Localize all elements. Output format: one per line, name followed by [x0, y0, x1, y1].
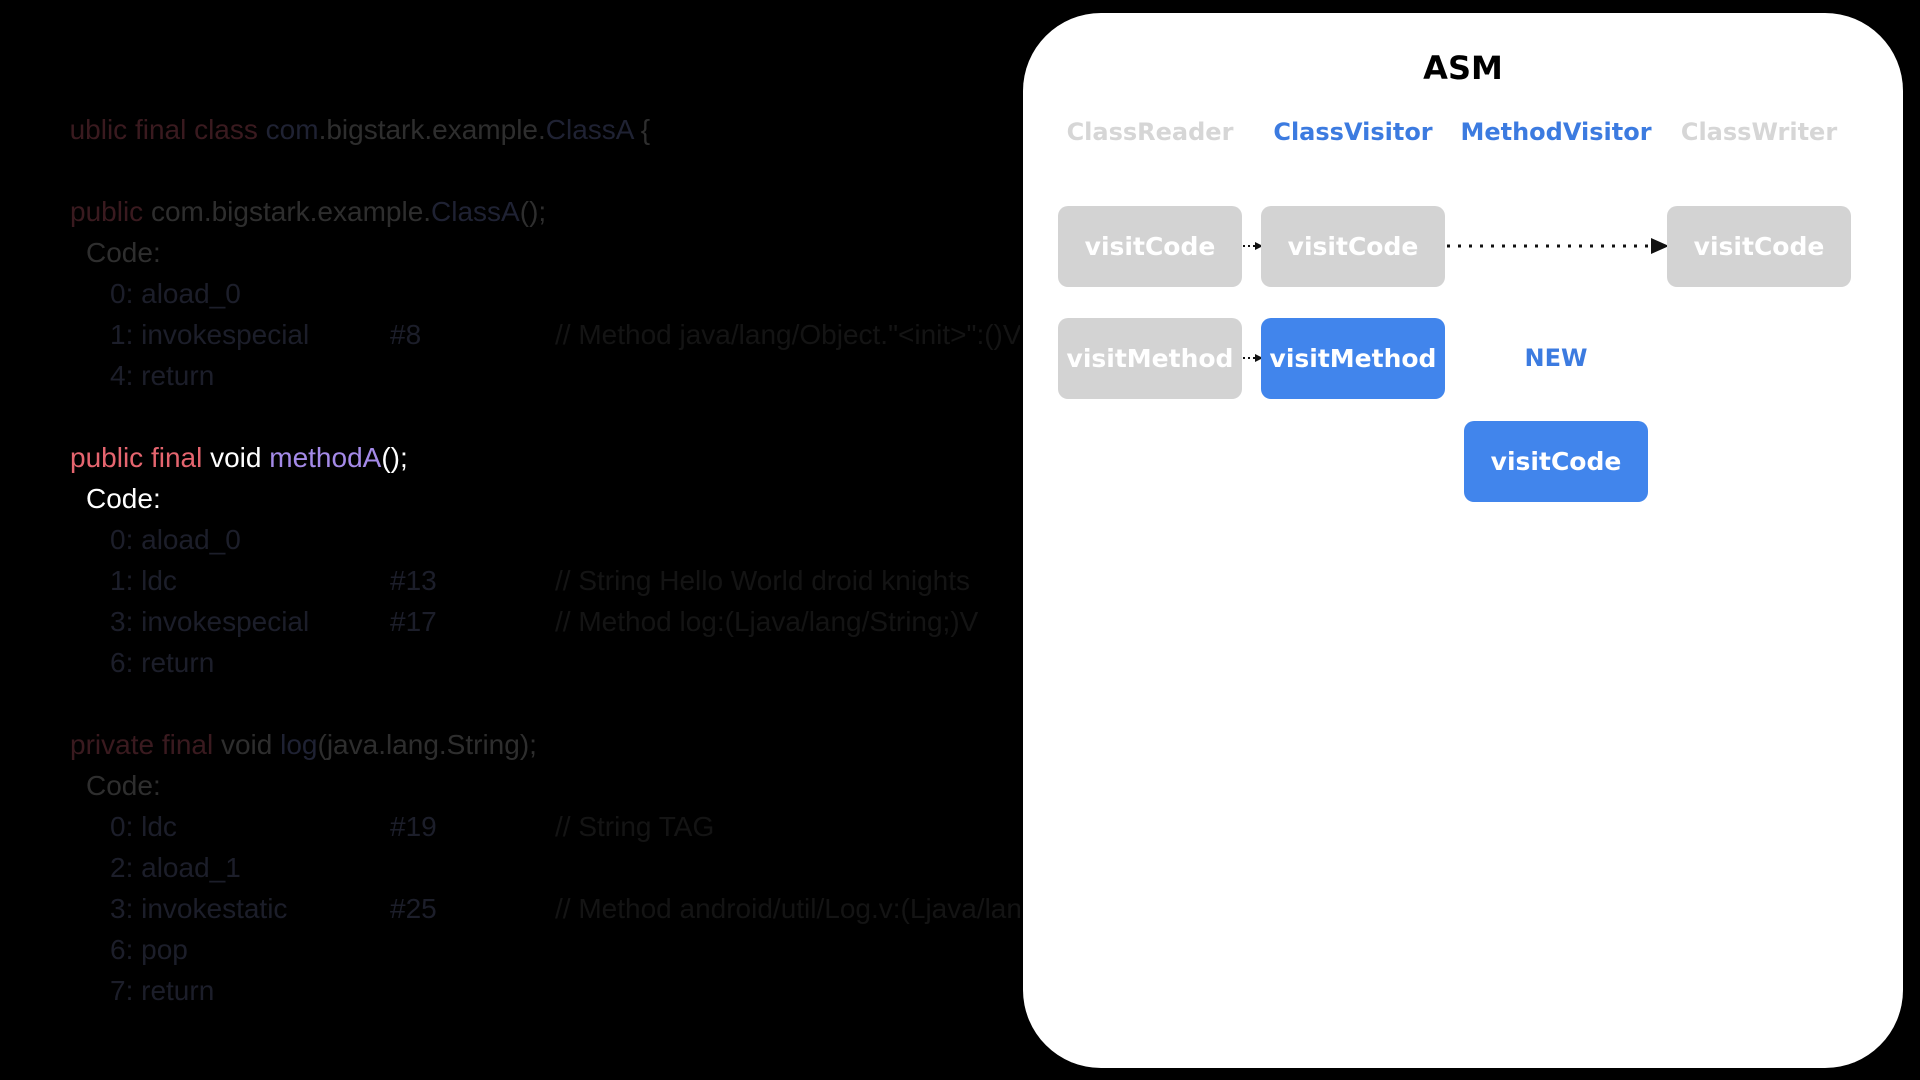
code-line: public com.bigstark.example.ClassA(); — [70, 191, 546, 232]
code-token: #8 — [390, 319, 422, 350]
code-token: // Method log:(Ljava/lang/String;)V — [555, 606, 979, 637]
code-line: 6: return — [110, 642, 214, 683]
code-token: // Method java/lang/Object."<init>":()V — [555, 319, 1020, 350]
code-line: public final void methodA(); — [70, 437, 408, 478]
classvisitor-visitmethod-box: visitMethod — [1261, 318, 1445, 399]
code-token: ClassA — [545, 114, 633, 145]
code-line: Code: — [86, 232, 161, 273]
code-line: 4: return — [110, 355, 214, 396]
code-token: methodA — [269, 442, 382, 473]
code-token: #13 — [390, 565, 437, 596]
code-line: 2: aload_1 — [110, 847, 241, 888]
classreader-visitcode-box: visitCode — [1058, 206, 1242, 287]
code-token: ClassA — [431, 196, 520, 227]
code-token: public final — [70, 442, 211, 473]
code-token: .bigstark.example. — [318, 114, 546, 145]
code-line: private final void log(java.lang.String)… — [70, 724, 537, 765]
column-header-classwriter: ClassWriter — [1680, 118, 1838, 146]
classvisitor-visitcode-box: visitCode — [1261, 206, 1445, 287]
new-methodvisitor-visitcode-box: visitCode — [1464, 421, 1648, 502]
code-token: 7: return — [110, 975, 215, 1006]
code-token: (); — [519, 196, 547, 227]
code-token: (java.lang.String); — [317, 729, 537, 760]
code-token: 6: return — [110, 647, 215, 678]
code-line: 6: pop — [110, 929, 188, 970]
code-token: com.bigstark.example. — [150, 196, 432, 227]
code-token: { — [632, 114, 651, 145]
code-token: public final class — [70, 114, 266, 145]
column-header-methodvisitor: MethodVisitor — [1460, 118, 1652, 146]
code-token: 6: pop — [110, 934, 188, 965]
bytecode-listing: public final class com.bigstark.example.… — [70, 109, 1020, 1059]
code-token: // String Hello World droid knights — [555, 565, 970, 596]
code-token: // Method android/util/Log.v:(Ljava/lang… — [555, 893, 1020, 924]
column-header-classvisitor: ClassVisitor — [1273, 118, 1433, 146]
code-token: 3: invokespecial — [110, 606, 310, 637]
code-line: 0: aload_0 — [110, 273, 241, 314]
classwriter-visitcode-box: visitCode — [1667, 206, 1851, 287]
code-token: 3: invokestatic — [110, 893, 288, 924]
code-token: public — [70, 196, 151, 227]
asm-panel: ASM ClassReader ClassVisitor MethodVisit… — [1023, 13, 1903, 1068]
code-token: Code: — [86, 483, 161, 514]
code-token: 0: aload_0 — [110, 524, 241, 555]
code-token: #19 — [390, 811, 437, 842]
code-token: 0: ldc — [110, 811, 177, 842]
code-line: 0: aload_0 — [110, 519, 241, 560]
code-token: #17 — [390, 606, 437, 637]
code-token: void — [220, 729, 281, 760]
code-token: (); — [381, 442, 408, 473]
code-token: 1: invokespecial — [110, 319, 310, 350]
code-token: private final — [70, 729, 221, 760]
code-token: Code: — [86, 770, 161, 801]
code-line: 7: return — [110, 970, 214, 1011]
code-token: #25 — [390, 893, 437, 924]
code-token: Code: — [86, 237, 161, 268]
code-token: // String TAG — [555, 811, 715, 842]
code-token: 1: ldc — [110, 565, 177, 596]
code-token: com — [265, 114, 319, 145]
flow-arrows — [1243, 238, 1669, 362]
code-token: void — [210, 442, 270, 473]
code-line: Code: — [86, 478, 161, 519]
code-token: 0: aload_0 — [110, 278, 241, 309]
code-token: 2: aload_1 — [110, 852, 241, 883]
code-token: 4: return — [110, 360, 215, 391]
column-header-classreader: ClassReader — [1066, 118, 1234, 146]
panel-title: ASM — [1423, 49, 1503, 87]
code-line: public final class com.bigstark.example.… — [70, 109, 650, 150]
code-token: log — [280, 729, 318, 760]
new-label: NEW — [1524, 344, 1588, 372]
classreader-visitmethod-box: visitMethod — [1058, 318, 1242, 399]
code-line: Code: — [86, 765, 161, 806]
